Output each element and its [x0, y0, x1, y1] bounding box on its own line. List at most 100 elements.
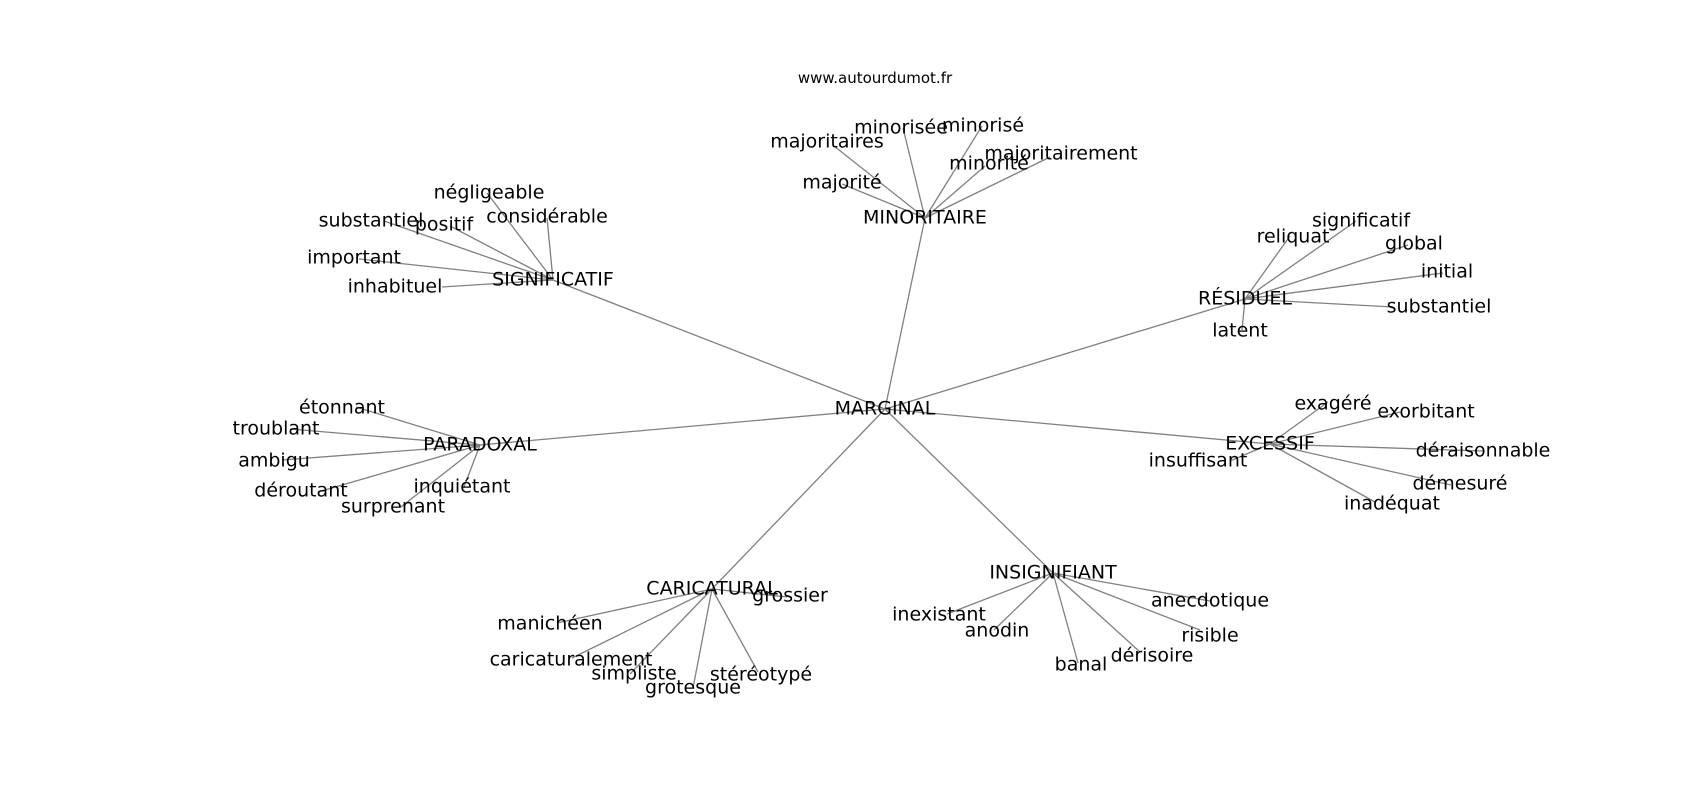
edge-paradoxal-to-ambigu	[281, 444, 481, 461]
hub-node-paradoxal: PARADOXAL	[423, 434, 537, 456]
edge-insignifiant-to-derisoire	[1052, 572, 1141, 653]
leaf-insignifiant-anecdotique: anecdotique	[1151, 590, 1269, 612]
edge-residuel-to-global	[1244, 244, 1409, 300]
leaf-significatif-important: important	[307, 247, 401, 269]
hub-node-residuel: RÉSIDUEL	[1198, 287, 1292, 310]
edge-residuel-to-significatif	[1244, 220, 1357, 300]
leaf-caricatural-grossier: grossier	[752, 585, 828, 607]
leaf-minoritaire-majorite: majorité	[802, 172, 881, 194]
leaf-insignifiant-derisoire: dérisoire	[1111, 645, 1194, 667]
edge-significatif-to-negligeable	[486, 192, 554, 281]
edge-residuel-to-initial	[1244, 272, 1444, 300]
edge-root-to-minoritaire	[884, 217, 926, 410]
edge-paradoxal-to-troublant	[289, 428, 481, 446]
leaf-paradoxal-inquietant: inquiétant	[414, 476, 511, 498]
edge-minoritaire-to-majorite	[841, 183, 926, 219]
leaf-significatif-substantiel: substantiel	[319, 210, 424, 232]
edge-caricatural-to-stereotype	[711, 588, 759, 673]
edge-excessif-to-inadequat	[1269, 443, 1376, 503]
edge-insignifiant-to-anodin	[993, 572, 1054, 631]
leaf-residuel-significatif: significatif	[1312, 210, 1411, 232]
leaf-paradoxal-ambigu: ambigu	[238, 450, 310, 472]
leaf-excessif-deraisonnable: déraisonnable	[1416, 440, 1551, 462]
edge-residuel-to-substantiel	[1244, 298, 1394, 308]
leaf-paradoxal-surprenant: surprenant	[341, 496, 445, 518]
edge-paradoxal-to-surprenant	[400, 444, 481, 508]
edge-minoritaire-to-minorisee	[902, 127, 926, 219]
leaf-minoritaire-majoritaires: majoritaires	[770, 131, 884, 153]
leaf-significatif-positif: positif	[415, 214, 475, 236]
edge-excessif-to-exagere	[1269, 401, 1329, 445]
leaf-residuel-global: global	[1385, 233, 1443, 255]
edge-minoritaire-to-majoritairement	[924, 156, 1051, 219]
edge-root-to-residuel	[884, 298, 1246, 410]
edge-significatif-to-substantiel	[383, 220, 554, 281]
edge-insignifiant-to-banal	[1052, 572, 1079, 664]
edge-excessif-to-exorbitant	[1269, 411, 1401, 445]
leaf-minoritaire-minorise: minorisé	[942, 115, 1024, 137]
edge-caricatural-to-simpliste	[629, 588, 713, 675]
leaf-paradoxal-etonnant: étonnant	[299, 397, 385, 419]
edge-residuel-to-latent	[1241, 298, 1246, 331]
leaf-excessif-exagere: exagéré	[1294, 393, 1371, 415]
leaf-caricatural-stereotype: stéréotypé	[710, 664, 812, 686]
edge-caricatural-to-grotesque	[692, 588, 713, 689]
edge-root-to-insignifiant	[884, 408, 1054, 574]
leaf-insignifiant-risible: risible	[1181, 625, 1238, 647]
hub-node-insignifiant: INSIGNIFIANT	[989, 562, 1117, 584]
leaf-minoritaire-minorisee: minorisée	[854, 117, 948, 139]
edge-minoritaire-to-minorite	[924, 165, 986, 219]
edge-significatif-to-considerable	[546, 217, 554, 281]
leaf-residuel-reliquat: reliquat	[1257, 226, 1330, 248]
leaf-caricatural-grotesque: grotesque	[645, 677, 741, 699]
edge-minoritaire-to-majoritaires	[833, 145, 926, 219]
leaf-insignifiant-banal: banal	[1055, 654, 1108, 676]
leaf-minoritaire-minorite: minorité	[949, 153, 1029, 175]
leaf-significatif-inhabituel: inhabituel	[348, 276, 443, 298]
edge-insignifiant-to-anecdotique	[1052, 572, 1211, 602]
graph-edges	[281, 125, 1484, 689]
edge-minoritaire-to-minorise	[924, 125, 983, 219]
edge-excessif-to-demesure	[1269, 443, 1452, 486]
leaf-excessif-insuffisant: insuffisant	[1149, 450, 1248, 472]
hub-node-excessif: EXCESSIF	[1225, 433, 1315, 455]
leaf-paradoxal-troublant: troublant	[233, 418, 320, 440]
leaf-residuel-initial: initial	[1421, 261, 1473, 283]
edge-caricatural-to-caricaturalement	[571, 588, 713, 659]
edge-residuel-to-reliquat	[1244, 235, 1291, 300]
leaf-excessif-inadequat: inadéquat	[1344, 493, 1440, 515]
leaf-caricatural-manicheen: manichéen	[497, 613, 602, 635]
edge-excessif-to-insuffisant	[1229, 443, 1271, 462]
edge-paradoxal-to-deroutant	[317, 444, 481, 493]
edge-significatif-to-important	[358, 258, 554, 281]
leaf-excessif-exorbitant: exorbitant	[1377, 401, 1474, 423]
edge-root-to-excessif	[884, 408, 1271, 445]
leaf-minoritaire-majoritairement: majoritairement	[984, 143, 1137, 165]
leaf-insignifiant-inexistant: inexistant	[892, 604, 986, 626]
leaf-insignifiant-anodin: anodin	[965, 620, 1030, 642]
edge-root-to-paradoxal	[479, 408, 886, 446]
hub-node-significatif: SIGNIFICATIF	[492, 269, 614, 291]
leaf-residuel-latent: latent	[1212, 320, 1268, 342]
root-node-marginal: MARGINAL	[835, 398, 936, 420]
edge-root-to-significatif	[552, 279, 886, 410]
edge-caricatural-to-grossier	[711, 588, 788, 598]
edge-insignifiant-to-risible	[1052, 572, 1201, 631]
edge-paradoxal-to-inquietant	[463, 444, 481, 488]
edge-insignifiant-to-inexistant	[946, 572, 1054, 615]
edge-root-to-caricatural	[711, 408, 886, 590]
leaf-paradoxal-deroutant: déroutant	[254, 480, 347, 502]
hub-node-caricatural: CARICATURAL	[646, 578, 778, 600]
edge-caricatural-to-manicheen	[556, 588, 713, 624]
leaf-caricatural-caricaturalement: caricaturalement	[490, 649, 653, 671]
edge-paradoxal-to-etonnant	[355, 406, 481, 446]
leaf-significatif-considerable: considérable	[486, 206, 608, 228]
edge-significatif-to-inhabituel	[441, 279, 554, 288]
leaf-caricatural-simpliste: simpliste	[591, 663, 676, 685]
edge-excessif-to-deraisonnable	[1269, 443, 1484, 452]
site-url: www.autourdumot.fr	[798, 69, 953, 87]
leaf-residuel-substantiel: substantiel	[1387, 296, 1492, 318]
leaf-significatif-negligeable: négligeable	[434, 182, 545, 204]
